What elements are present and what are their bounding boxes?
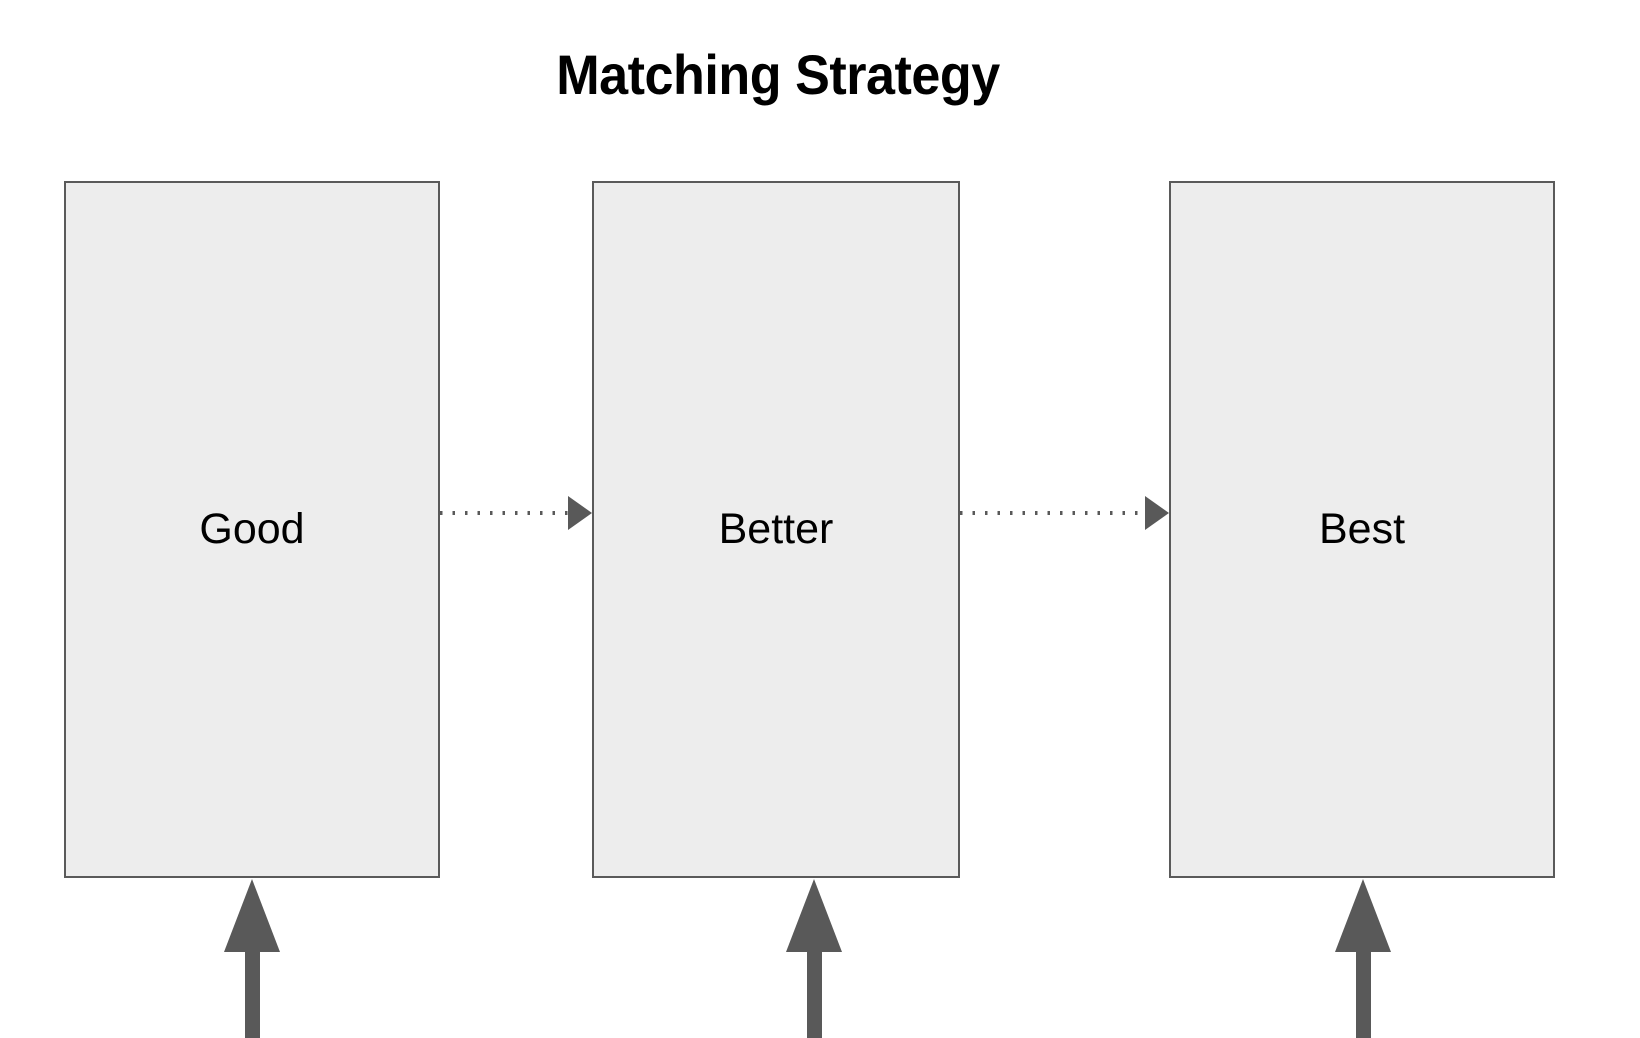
node-good-label: Good <box>199 504 305 553</box>
page-title: Matching Strategy <box>556 43 1000 106</box>
inflow-arrow-good[interactable] <box>224 879 280 1038</box>
inflow-arrow-better[interactable] <box>786 879 842 1038</box>
node-best-label: Best <box>1318 504 1406 553</box>
inflow-arrowhead-icon <box>786 879 842 952</box>
node-good[interactable]: Good <box>64 181 440 878</box>
inflow-arrowhead-icon <box>224 879 280 952</box>
node-best[interactable]: Best <box>1169 181 1555 878</box>
node-better[interactable]: Better <box>592 181 960 878</box>
node-better-label: Better <box>718 504 834 553</box>
connector-arrowhead-icon <box>1145 496 1169 530</box>
connector-arrowhead-icon <box>568 496 592 530</box>
connector-better-to-best[interactable] <box>960 496 1169 530</box>
inflow-arrowhead-icon <box>1335 879 1391 952</box>
connector-good-to-better[interactable] <box>440 496 592 530</box>
inflow-arrow-best[interactable] <box>1335 879 1391 1038</box>
